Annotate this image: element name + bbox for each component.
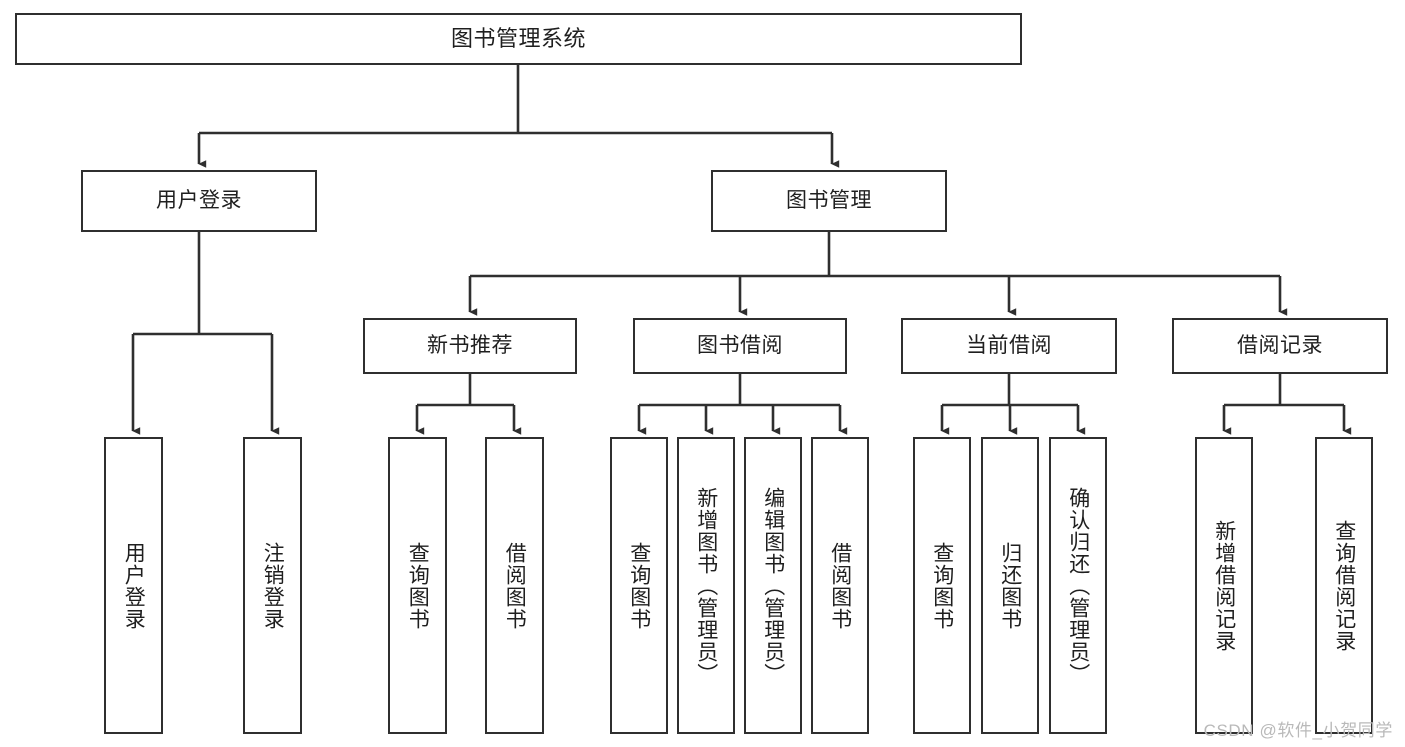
node-leaf-edit-book-label: 编辑图书（管理员） xyxy=(761,486,785,685)
node-leaf-borrow-book-1-label: 借阅图书 xyxy=(503,541,527,630)
node-leaf-query-record-label: 查询借阅记录 xyxy=(1332,519,1356,652)
node-new-book-recommend[interactable]: 新书推荐 xyxy=(363,318,577,374)
node-leaf-borrow-book-2-label: 借阅图书 xyxy=(828,541,852,630)
node-leaf-add-book[interactable]: 新增图书（管理员） xyxy=(677,437,735,734)
node-leaf-add-book-label: 新增图书（管理员） xyxy=(694,486,718,685)
node-book-borrow-label: 图书借阅 xyxy=(697,334,783,358)
node-leaf-query-book-2-label: 查询图书 xyxy=(627,541,651,630)
node-current-borrow-label: 当前借阅 xyxy=(966,334,1052,358)
node-borrow-record-label: 借阅记录 xyxy=(1237,334,1323,358)
node-leaf-query-record[interactable]: 查询借阅记录 xyxy=(1315,437,1373,734)
node-user-login-label: 用户登录 xyxy=(156,189,242,213)
node-book-manage-label: 图书管理 xyxy=(786,189,872,213)
node-leaf-query-book-1-label: 查询图书 xyxy=(406,541,430,630)
node-leaf-confirm-return[interactable]: 确认归还（管理员） xyxy=(1049,437,1107,734)
node-leaf-user-login[interactable]: 用户登录 xyxy=(104,437,163,734)
node-leaf-borrow-book-2[interactable]: 借阅图书 xyxy=(811,437,869,734)
node-leaf-return-book[interactable]: 归还图书 xyxy=(981,437,1039,734)
csdn-watermark: CSDN @软件_小贺同学 xyxy=(1203,721,1393,740)
node-leaf-query-book-3[interactable]: 查询图书 xyxy=(913,437,971,734)
node-new-book-recommend-label: 新书推荐 xyxy=(427,334,513,358)
node-leaf-add-record[interactable]: 新增借阅记录 xyxy=(1195,437,1253,734)
node-leaf-user-logout-label: 注销登录 xyxy=(261,541,285,630)
node-leaf-add-record-label: 新增借阅记录 xyxy=(1212,519,1236,652)
node-leaf-user-login-label: 用户登录 xyxy=(122,541,146,630)
node-root-label: 图书管理系统 xyxy=(450,25,586,51)
node-leaf-borrow-book-1[interactable]: 借阅图书 xyxy=(485,437,544,734)
node-user-login[interactable]: 用户登录 xyxy=(81,170,317,232)
node-leaf-query-book-2[interactable]: 查询图书 xyxy=(610,437,668,734)
node-leaf-query-book-1[interactable]: 查询图书 xyxy=(388,437,447,734)
node-current-borrow[interactable]: 当前借阅 xyxy=(901,318,1117,374)
node-leaf-query-book-3-label: 查询图书 xyxy=(930,541,954,630)
node-borrow-record[interactable]: 借阅记录 xyxy=(1172,318,1388,374)
node-book-borrow[interactable]: 图书借阅 xyxy=(633,318,847,374)
node-leaf-edit-book[interactable]: 编辑图书（管理员） xyxy=(744,437,802,734)
node-leaf-return-book-label: 归还图书 xyxy=(998,541,1022,630)
node-root[interactable]: 图书管理系统 xyxy=(15,13,1022,65)
node-book-manage[interactable]: 图书管理 xyxy=(711,170,947,232)
node-leaf-confirm-return-label: 确认归还（管理员） xyxy=(1066,486,1090,685)
node-leaf-user-logout[interactable]: 注销登录 xyxy=(243,437,302,734)
